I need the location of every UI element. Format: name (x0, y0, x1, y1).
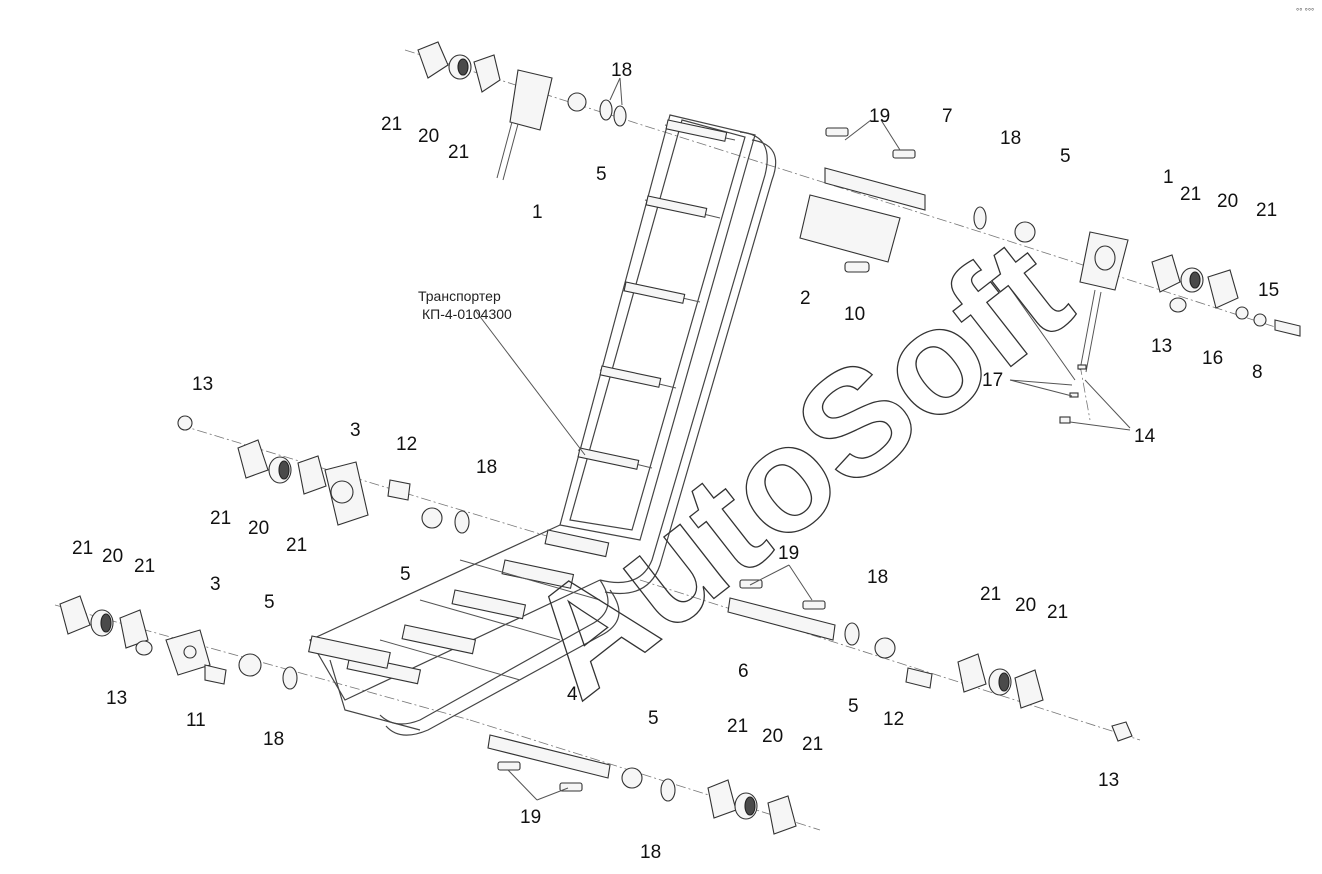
label-13: 13 (192, 374, 213, 395)
label-19: 19 (778, 543, 799, 564)
label-15: 15 (1258, 280, 1279, 301)
label-13: 13 (1151, 336, 1172, 357)
assembly-title-line-2: КП-4-0104300 (422, 306, 512, 322)
corner-mark: °° °°° (1296, 7, 1314, 16)
label-21: 21 (448, 142, 469, 163)
label-20: 20 (102, 546, 123, 567)
label-18: 18 (640, 842, 661, 863)
part-number-labels: 21 20 21 1 5 18 19 7 18 5 1 21 20 21 2 1… (72, 60, 1279, 863)
top-right-shaft-group (799, 127, 1301, 424)
label-12: 12 (396, 434, 417, 455)
label-14: 14 (1134, 426, 1156, 447)
top-left-bearing-group (417, 41, 627, 181)
label-20: 20 (762, 726, 783, 747)
label-21: 21 (1256, 200, 1277, 221)
label-18: 18 (263, 729, 284, 750)
label-18: 18 (611, 60, 632, 81)
lower-right-shaft-group (727, 579, 1133, 742)
label-21: 21 (727, 716, 748, 737)
label-13: 13 (1098, 770, 1119, 791)
conveyor-frame (308, 114, 777, 736)
leader-lines (474, 77, 1131, 801)
label-21: 21 (1180, 184, 1201, 205)
label-20: 20 (1015, 595, 1036, 616)
assembly-title-line-1: Транспортер (418, 288, 501, 304)
label-7: 7 (942, 106, 953, 127)
label-1: 1 (1163, 167, 1174, 188)
label-20: 20 (418, 126, 439, 147)
label-1: 1 (532, 202, 543, 223)
label-21: 21 (381, 114, 402, 135)
label-5: 5 (1060, 146, 1071, 167)
label-20: 20 (248, 518, 269, 539)
label-17: 17 (982, 370, 1003, 391)
label-8: 8 (1252, 362, 1263, 383)
bottom-left-bearing-group (59, 595, 298, 690)
label-5: 5 (848, 696, 859, 717)
label-12: 12 (883, 709, 904, 730)
label-20: 20 (1217, 191, 1238, 212)
label-21: 21 (980, 584, 1001, 605)
label-5: 5 (648, 708, 659, 729)
label-13: 13 (106, 688, 127, 709)
label-18: 18 (476, 457, 497, 478)
label-16: 16 (1202, 348, 1223, 369)
label-11: 11 (186, 710, 206, 731)
label-21: 21 (210, 508, 231, 529)
watermark-text: AutoSoft (496, 206, 1098, 728)
label-10: 10 (844, 304, 865, 325)
label-5: 5 (596, 164, 607, 185)
label-21: 21 (1047, 602, 1068, 623)
label-21: 21 (802, 734, 823, 755)
center-lines (54, 49, 1301, 831)
middle-left-bearing-group (177, 415, 470, 534)
label-6: 6 (738, 661, 749, 682)
label-4: 4 (567, 684, 578, 705)
label-2: 2 (800, 288, 811, 309)
label-19: 19 (520, 807, 541, 828)
label-21: 21 (286, 535, 307, 556)
label-21: 21 (72, 538, 93, 559)
label-19: 19 (869, 106, 890, 127)
label-18: 18 (867, 567, 888, 588)
label-3: 3 (210, 574, 221, 595)
label-18: 18 (1000, 128, 1021, 149)
label-5: 5 (264, 592, 275, 613)
label-5: 5 (400, 564, 411, 585)
label-3: 3 (350, 420, 361, 441)
label-21: 21 (134, 556, 155, 577)
